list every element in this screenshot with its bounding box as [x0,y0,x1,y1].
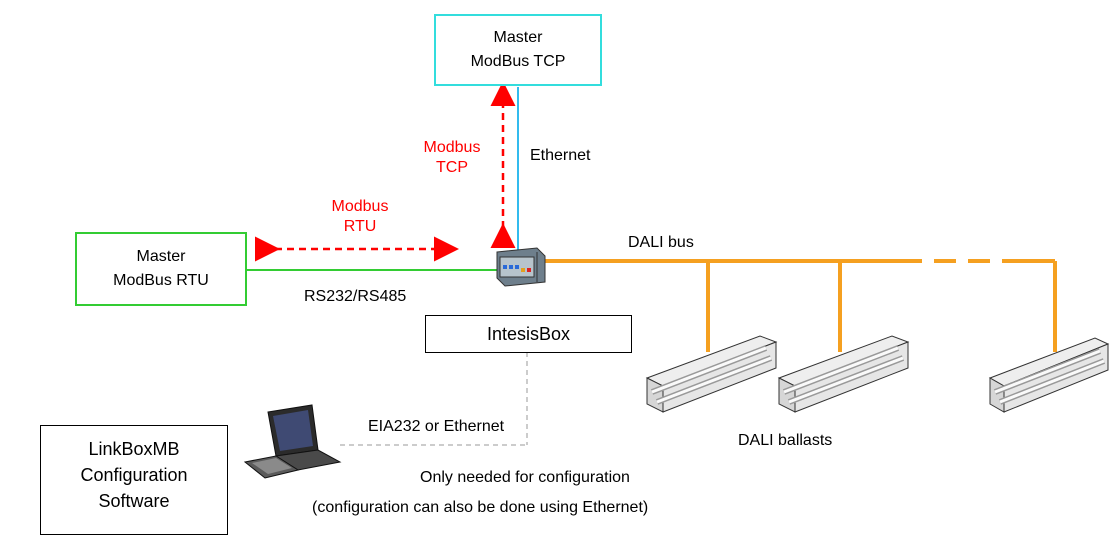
modbus-tcp-label-line2: TCP [436,159,468,176]
modbus-tcp-label-line1: Modbus [423,139,481,156]
dali-bus [545,259,1057,352]
modbus-rtu-label-line1: Modbus [331,198,389,215]
modbus-rtu-label: Modbus RTU [320,197,400,237]
fluorescent-ballast-icon [777,335,910,413]
linkbox-line3: Software [98,491,170,511]
master-tcp-line1: Master [493,29,543,46]
modbus-rtu-label-line2: RTU [343,218,377,235]
rs232-rs485-label: RS232/RS485 [304,288,407,305]
master-rtu-line1: Master [136,248,186,265]
eia232-label: EIA232 or Ethernet [368,418,505,435]
config-note-line2: (configuration can also be done using Et… [312,499,649,516]
config-note-line1: Only needed for configuration [420,469,630,486]
laptop-icon [243,404,342,479]
linkbox-line1: LinkBoxMB [88,439,180,459]
linkbox-line2: Configuration [80,465,188,485]
master-tcp-line2: ModBus TCP [470,53,566,70]
intesisbox-device-icon [496,247,546,287]
linkbox-software-box: LinkBoxMB Configuration Software [40,425,228,535]
intesisbox-label: IntesisBox [486,324,571,344]
fluorescent-ballast-icon [988,337,1110,413]
dali-bus-label: DALI bus [628,234,694,251]
intesisbox-box: IntesisBox [425,315,632,353]
master-modbus-tcp-box: Master ModBus TCP [434,14,602,86]
modbus-tcp-label: Modbus TCP [412,138,492,178]
network-diagram [243,81,1110,479]
master-rtu-line2: ModBus RTU [113,272,209,289]
dali-ballasts-label: DALI ballasts [738,432,833,449]
ethernet-label: Ethernet [530,147,591,164]
config-link [340,352,528,446]
fluorescent-ballast-icon [645,335,778,413]
master-modbus-rtu-box: Master ModBus RTU [75,232,247,306]
